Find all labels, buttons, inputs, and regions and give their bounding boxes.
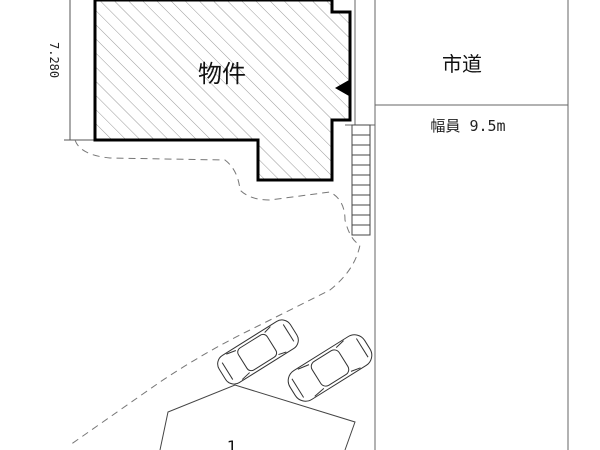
car-icon [217,319,299,385]
stairs [351,124,371,236]
dimension-label: 7.280 [47,42,61,78]
property-boundary [345,0,569,450]
parking-slab [159,384,356,450]
partial-label: 1 [227,437,237,450]
building-label: 物件 [198,60,246,88]
building-footprint [93,0,352,182]
road-width-label: 幅員 9.5m [430,117,505,135]
dimension-line [64,0,95,141]
road-label: 市道 [442,52,482,76]
driveway-outline [69,139,361,446]
entrance-marker-icon [335,80,349,96]
car-icon [287,334,373,402]
